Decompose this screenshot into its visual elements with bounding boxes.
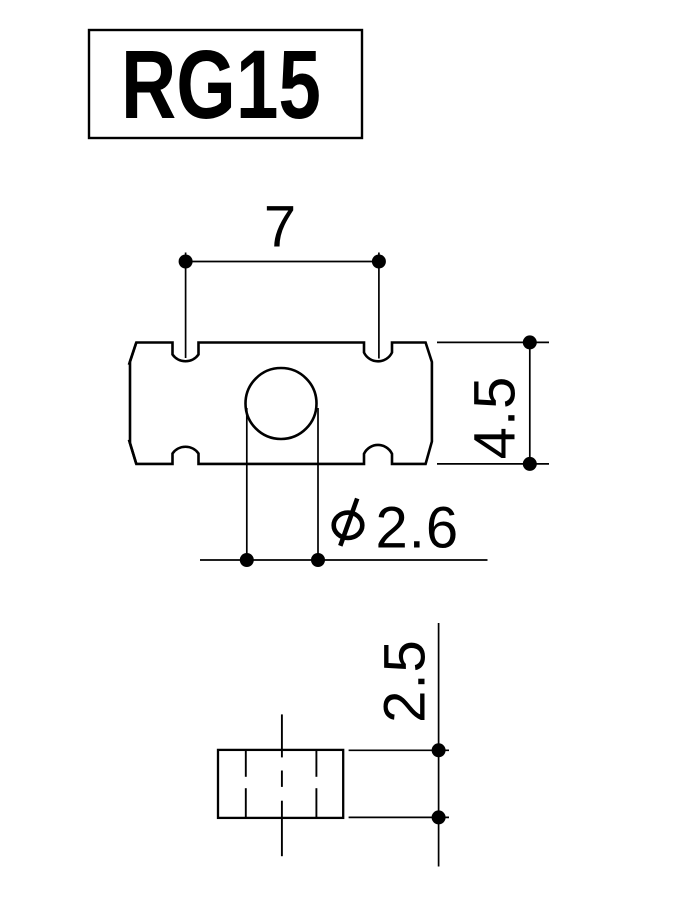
hole-dim-dot-right [311, 553, 325, 567]
dimension-height: 4.5 [437, 335, 549, 471]
diameter-symbol-slash [338, 497, 360, 547]
left-chamfer-tick-top [127, 342, 138, 366]
side-view [216, 714, 345, 857]
hole-dim-dot-left [239, 553, 254, 567]
dimension-width: 7 [178, 195, 386, 359]
width-dim-dot-right [371, 254, 386, 269]
width-dim-dot-left [178, 254, 193, 269]
dimension-hole-diameter: 2.6 [200, 408, 488, 567]
front-view-outline [128, 341, 434, 466]
hole-dimension-text: 2.6 [376, 496, 460, 561]
diameter-symbol-ellipse [331, 510, 365, 541]
mounting-hole-circle [244, 366, 318, 441]
left-chamfer-tick-bottom [127, 439, 138, 464]
width-dimension-text: 7 [264, 195, 297, 260]
part-label-text: RG15 [121, 30, 321, 139]
thickness-dim-dot-top [431, 743, 446, 758]
thickness-dim-dot-bottom [431, 810, 446, 825]
side-view-outline [216, 748, 345, 820]
dimension-thickness: 2.5 [348, 623, 449, 867]
front-view [127, 341, 434, 466]
height-dim-dot-top [522, 335, 537, 350]
part-label-border [87, 28, 364, 140]
part-label-box: RG15 [87, 28, 364, 140]
height-dim-dot-bottom [522, 456, 537, 471]
height-dimension-text: 4.5 [463, 376, 528, 460]
thickness-dimension-text: 2.5 [373, 639, 438, 723]
diameter-symbol-icon [331, 497, 365, 547]
